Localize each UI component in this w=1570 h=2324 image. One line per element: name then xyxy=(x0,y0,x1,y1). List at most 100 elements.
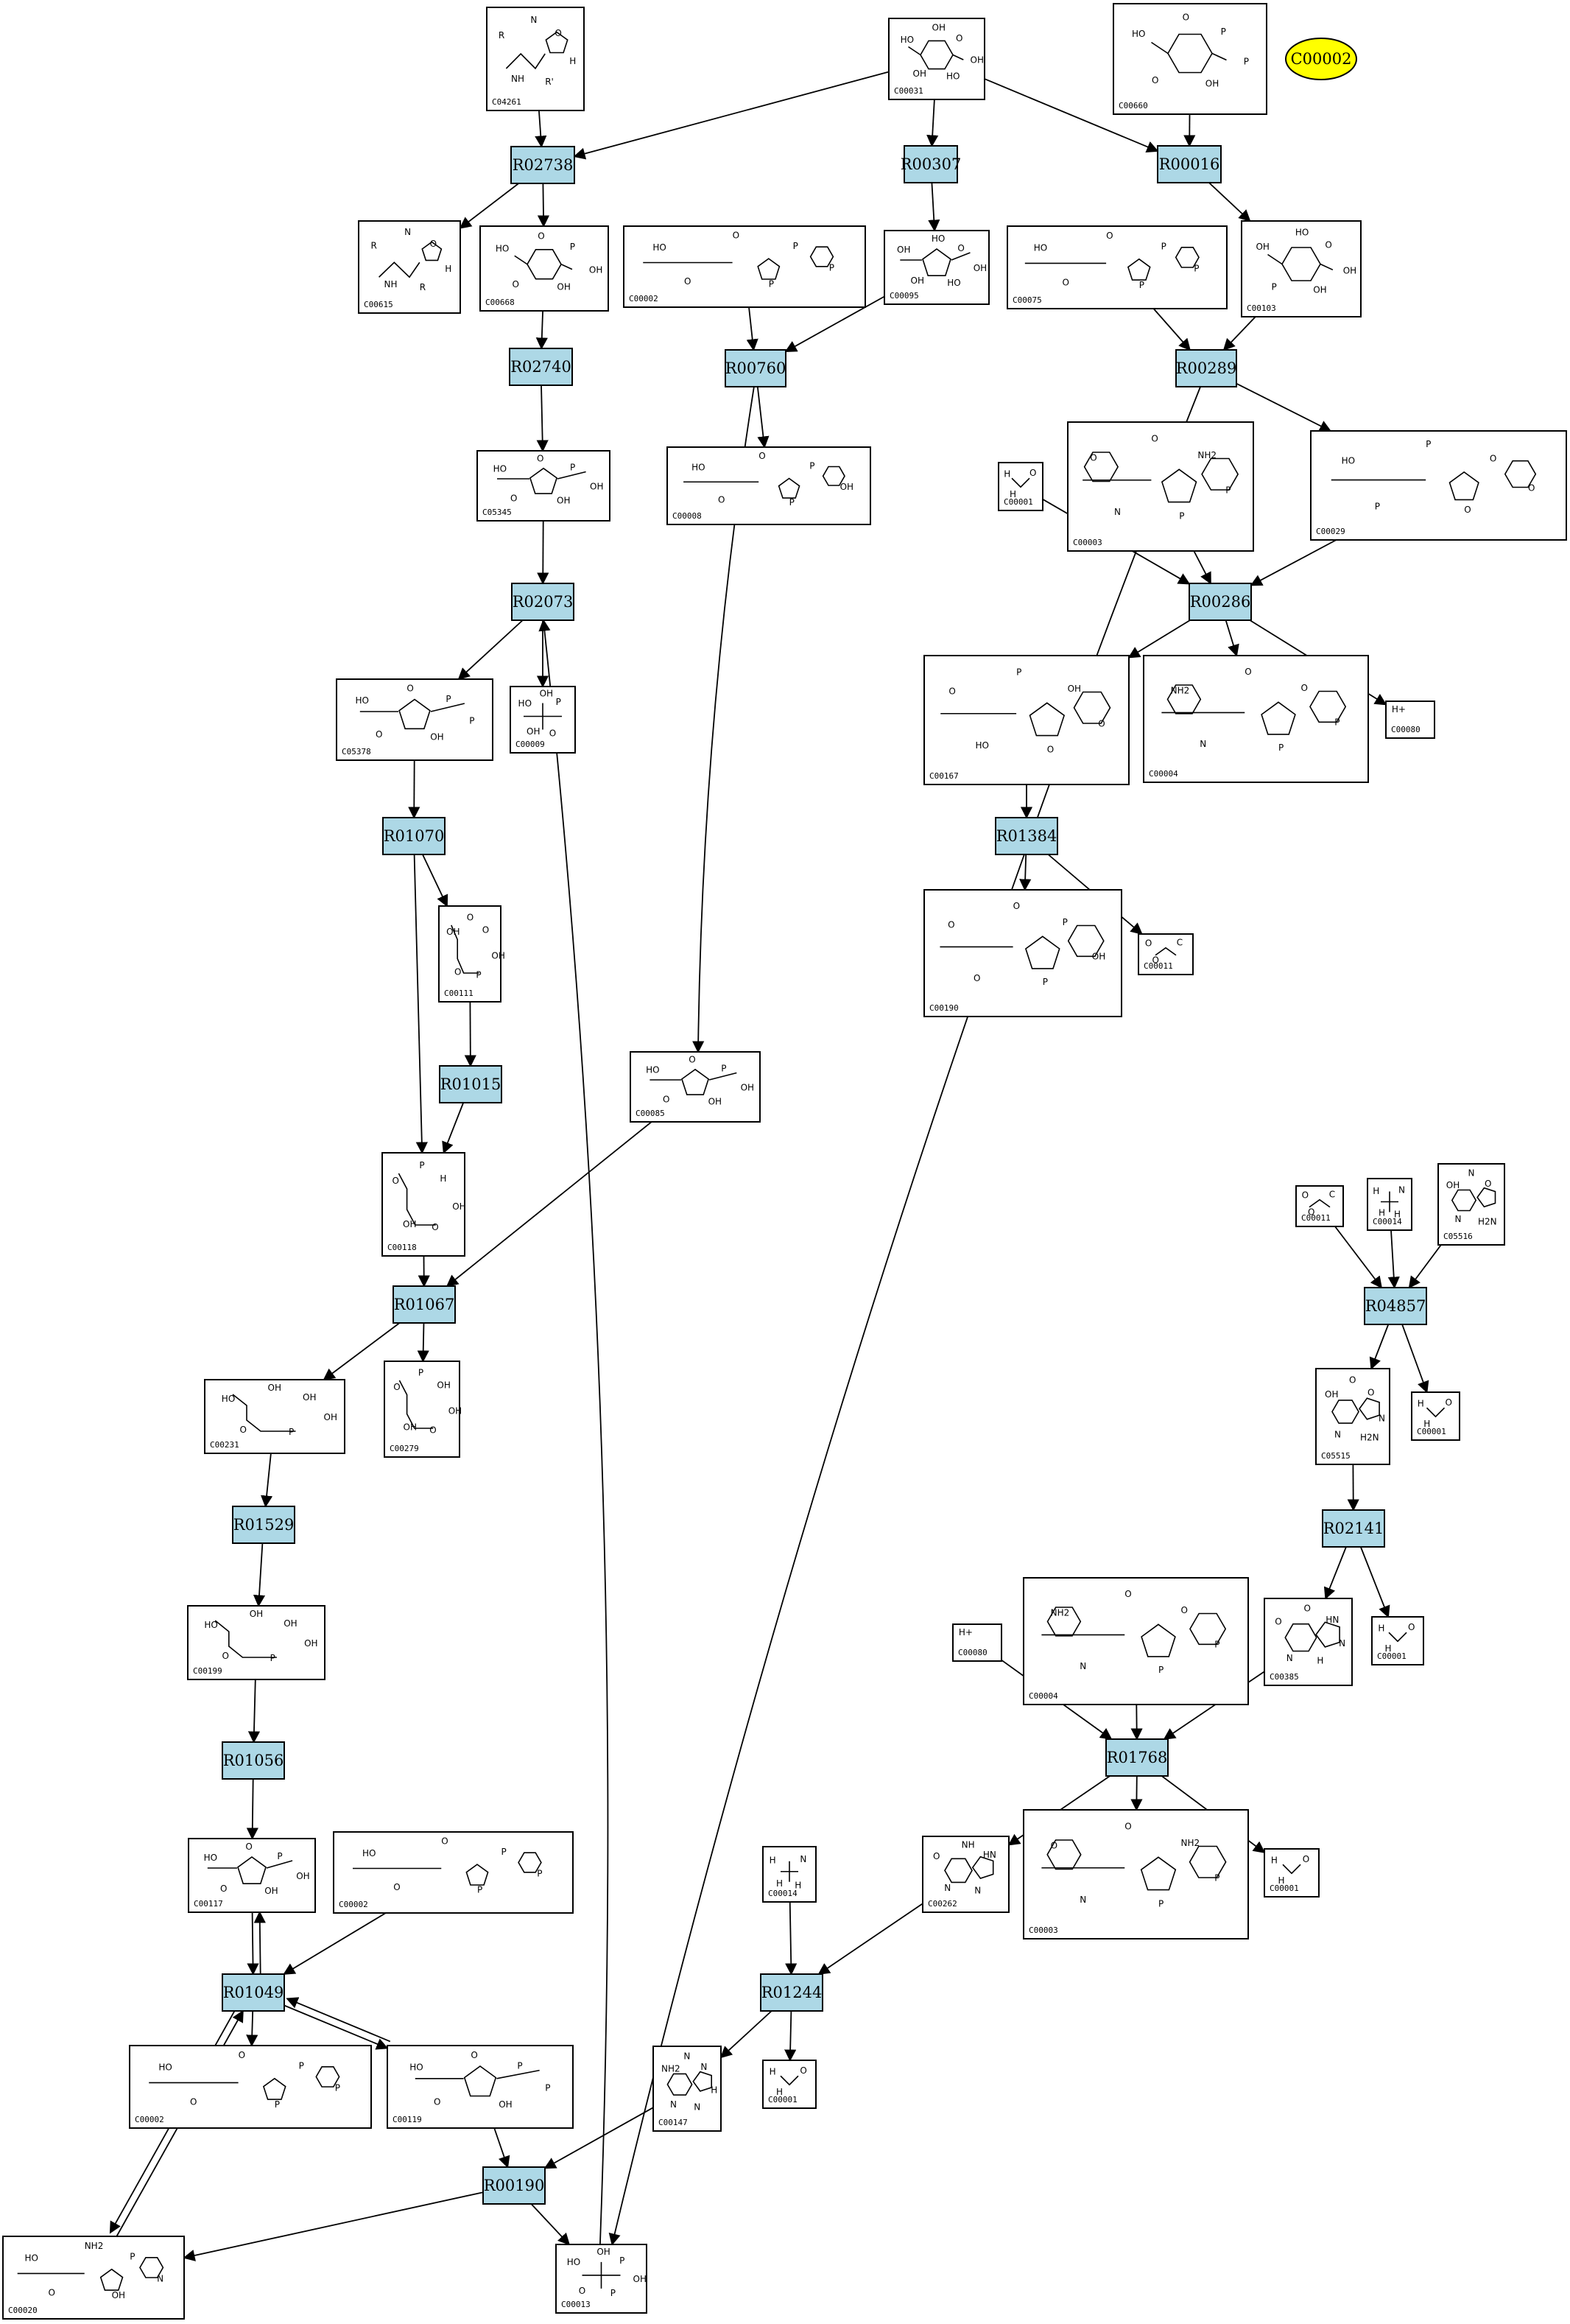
reaction-node-r00016[interactable]: R00016 xyxy=(1157,145,1222,183)
reaction-node-r01244[interactable]: R01244 xyxy=(760,1973,823,2012)
reaction-node-r01384[interactable]: R01384 xyxy=(995,817,1058,855)
atom-label: HO xyxy=(901,35,914,45)
reaction-node-r00760[interactable]: R00760 xyxy=(725,349,786,387)
atom-label: P xyxy=(130,2251,135,2261)
compound-node-c00080b[interactable]: H+C00080 xyxy=(952,1623,1002,1662)
reaction-node-r01768[interactable]: R01768 xyxy=(1105,1738,1169,1777)
reaction-box xyxy=(904,145,958,183)
reaction-id-label: R01529 xyxy=(233,1516,295,1534)
reaction-node-r01070[interactable]: R01070 xyxy=(382,817,446,855)
reaction-node-r01015[interactable]: R01015 xyxy=(439,1065,502,1103)
atom-label: O xyxy=(393,1882,400,1892)
atom-label: H xyxy=(711,2085,717,2095)
reaction-node-r02073[interactable]: R02073 xyxy=(511,583,574,621)
reaction-node-r02740[interactable]: R02740 xyxy=(509,348,573,386)
bond xyxy=(1175,247,1200,268)
reaction-node-r02141[interactable]: R02141 xyxy=(1322,1509,1385,1548)
compound-id-label: C00031 xyxy=(894,86,923,96)
highlight-compound[interactable]: C00002 xyxy=(1285,38,1357,80)
atom-label: O xyxy=(1090,453,1096,463)
atom-label: O xyxy=(430,239,437,249)
atom-label: P xyxy=(277,1851,282,1861)
atom-label: P xyxy=(501,1847,507,1857)
bond xyxy=(1189,1845,1227,1878)
edge-r02738-c00615 xyxy=(459,183,519,229)
atom-label: H xyxy=(1378,1623,1384,1634)
atom-label: O xyxy=(220,1884,227,1894)
reaction-node-r01067[interactable]: R01067 xyxy=(392,1285,456,1324)
atom-label: P xyxy=(1244,57,1249,67)
reaction-node-r04857[interactable]: R04857 xyxy=(1364,1287,1427,1325)
bond xyxy=(650,1072,737,1081)
reaction-node-r00289[interactable]: R00289 xyxy=(1175,349,1237,387)
reaction-node-r00307[interactable]: R00307 xyxy=(901,145,962,183)
atom-label: O xyxy=(1408,1622,1415,1632)
reaction-node-r01049[interactable]: R01049 xyxy=(222,1973,285,2012)
reaction-node-r02738[interactable]: R02738 xyxy=(510,146,575,184)
compound-box xyxy=(381,1152,465,1257)
atom-label: OH xyxy=(590,481,603,491)
edge-r01049-c00002d xyxy=(246,2010,258,2047)
bond xyxy=(1029,702,1066,737)
atom-label: O xyxy=(1124,1821,1131,1831)
compound-node-c00080a[interactable]: H+C00080 xyxy=(1385,701,1435,739)
reaction-node-r01529[interactable]: R01529 xyxy=(232,1506,295,1544)
bond xyxy=(232,1394,296,1432)
atom-label: HN xyxy=(983,1850,996,1860)
reaction-node-r00286[interactable]: R00286 xyxy=(1189,583,1252,621)
atom-label: P xyxy=(419,1160,424,1170)
reaction-node-r00190[interactable]: R00190 xyxy=(482,2166,546,2205)
atom-label: N xyxy=(974,1885,981,1895)
bond xyxy=(1388,1632,1407,1643)
reaction-node-r01056[interactable]: R01056 xyxy=(222,1741,285,1780)
bond xyxy=(692,2071,712,2092)
compound-id-label: C00008 xyxy=(672,511,702,521)
